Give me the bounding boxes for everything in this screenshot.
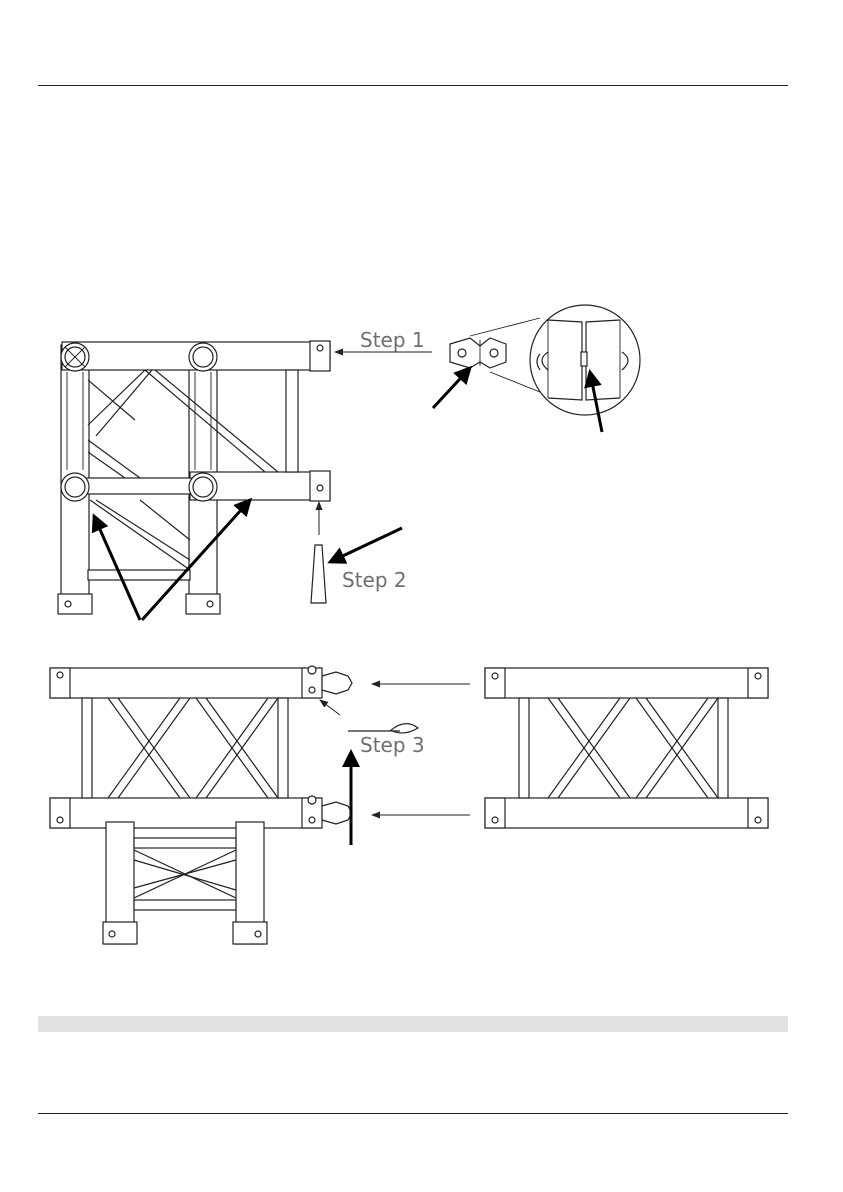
zoom-detail — [530, 305, 640, 415]
safety-clip — [348, 724, 418, 733]
t-truss — [50, 666, 352, 944]
corner-truss — [58, 341, 330, 614]
step-1-label: Step 1 — [360, 328, 425, 352]
straight-truss — [485, 668, 768, 828]
step-2-label: Step 2 — [342, 568, 407, 592]
conical-pin — [311, 545, 326, 603]
step-3-label: Step 3 — [360, 733, 425, 757]
half-coupler — [450, 338, 506, 368]
footer-rule — [38, 1113, 788, 1114]
section-band — [38, 1016, 788, 1032]
